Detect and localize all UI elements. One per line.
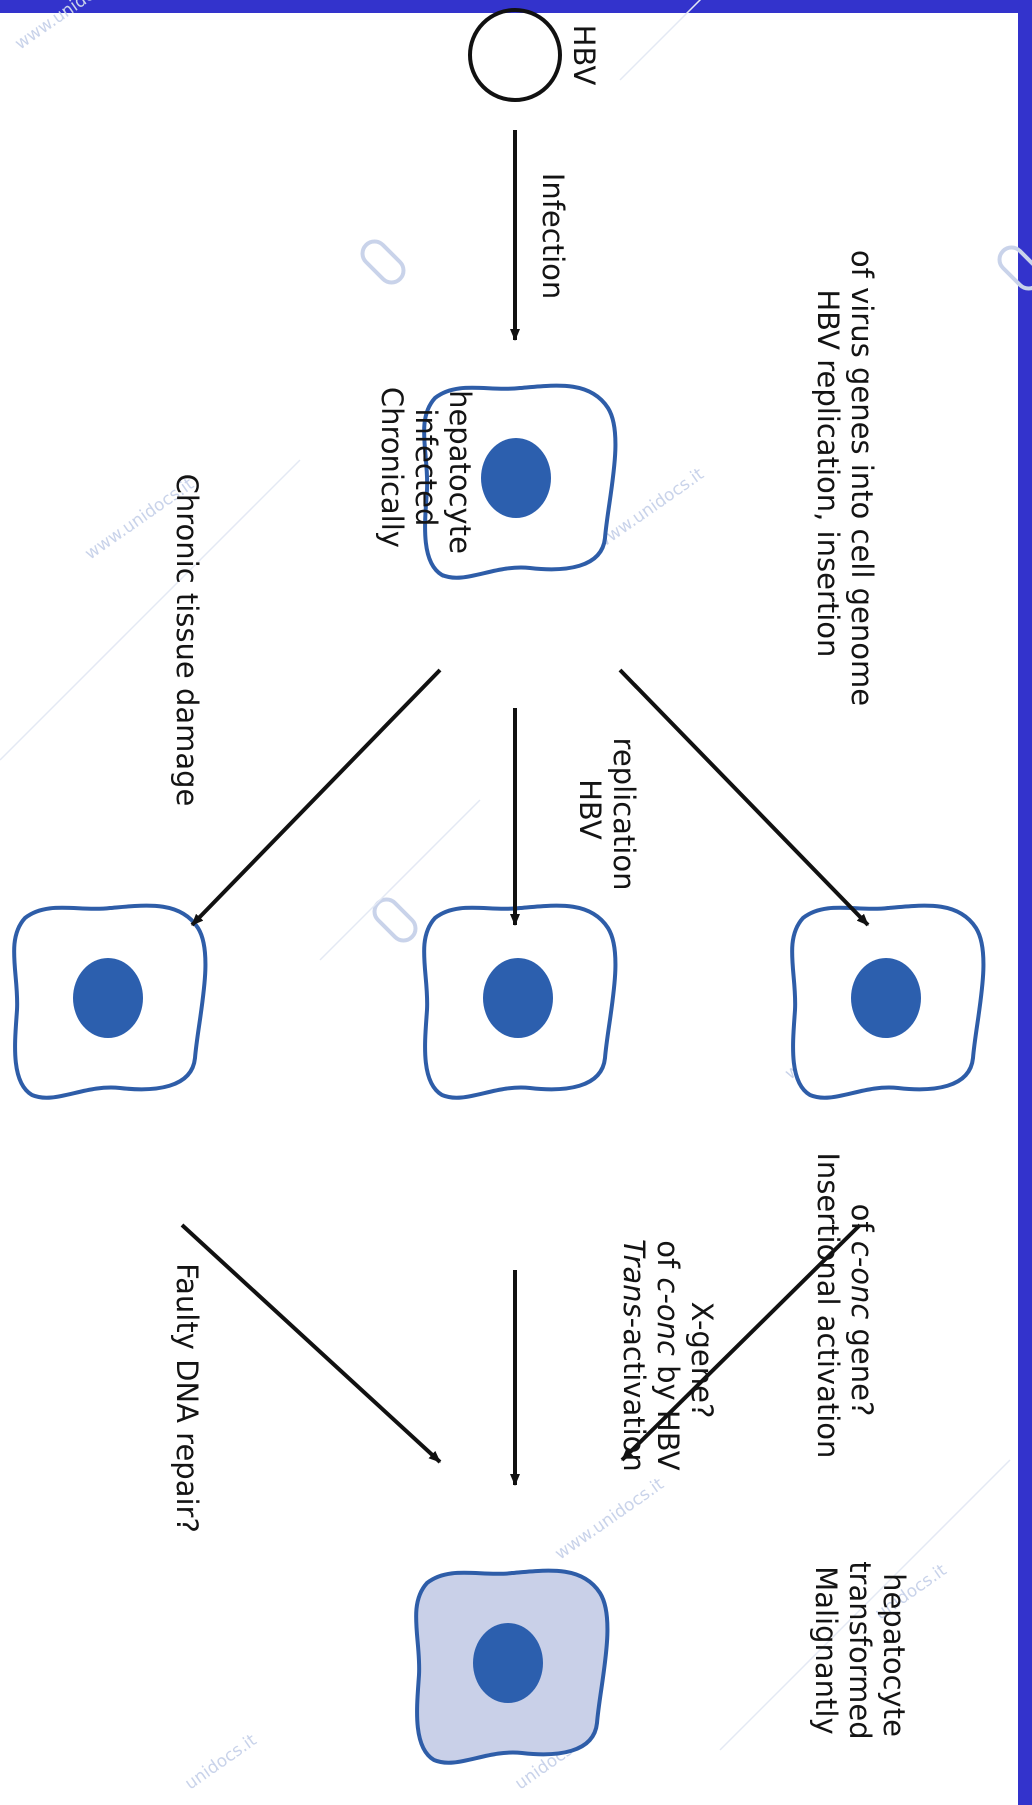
arrow-tissue-damage — [190, 668, 442, 927]
watermark-text: www.unidocs.it — [11, 0, 128, 54]
insertion-label: HBV replication, insertion of virus gene… — [811, 250, 879, 706]
trans-label-line1: Trans-activation — [617, 1239, 651, 1472]
cell-nucleus — [73, 958, 143, 1038]
insertional-line2-italic: c-onc — [845, 1241, 879, 1320]
faulty-repair-label: Faulty DNA repair? — [170, 1263, 204, 1533]
trans-line1-italic: Trans — [617, 1239, 651, 1318]
cell-nucleus — [481, 438, 551, 518]
malignant-label-line3: hepatocyte — [877, 1573, 911, 1737]
insertional-label-line1: Insertional activation — [811, 1152, 845, 1458]
malignant-label-line2: transformed — [843, 1561, 877, 1739]
insertional-line2-suffix: gene? — [845, 1319, 879, 1416]
hepatocyte-middle — [422, 903, 618, 1100]
watermark-diagonal — [0, 459, 301, 761]
frame-top-bar — [0, 0, 1032, 13]
cell-nucleus — [473, 1623, 543, 1703]
hepatocyte-bottom — [12, 903, 208, 1100]
infection-label: Infection — [536, 173, 570, 299]
watermark-logo-icon — [997, 245, 1032, 291]
trans-line2-italic: c-onc — [651, 1277, 685, 1356]
chronic-hepatocyte — [422, 383, 618, 580]
replication-label: HBV replication — [573, 738, 641, 891]
trans-line2-prefix: of — [651, 1240, 685, 1277]
watermark-diagonal — [719, 1459, 1011, 1751]
watermark-diagonal — [319, 799, 481, 961]
watermark-diagonal — [619, 0, 702, 81]
trans-line2-suffix: by HBV — [651, 1356, 685, 1471]
arrow-insertional — [620, 1223, 862, 1462]
virus-circle — [468, 8, 562, 102]
replication-label-line2: replication — [607, 738, 641, 891]
chronic-label-line3: hepatocyte — [443, 390, 477, 554]
arrow-insertion — [618, 668, 870, 927]
trans-label-line2: of c-onc by HBV — [651, 1240, 685, 1470]
chronic-label-line1: Chronically — [375, 387, 409, 548]
malignant-hepatocyte — [414, 1568, 610, 1765]
trans-line1-suffix: -activation — [617, 1318, 651, 1472]
malignant-label-line1: Malignantly — [809, 1566, 843, 1734]
insertion-label-line2: of virus genes into cell genome — [845, 250, 879, 706]
virus-label: HBV — [567, 25, 601, 86]
malignant-cell-label: Malignantly transformed hepatocyte — [809, 1561, 911, 1749]
cell-nucleus — [483, 958, 553, 1038]
trans-activation-label: Trans-activation of c-onc by HBV X-gene? — [617, 1239, 719, 1481]
watermark-text: www.unidocs.it — [551, 1474, 668, 1564]
insertion-label-line1: HBV replication, insertion — [811, 289, 845, 657]
replication-label-line1: HBV — [573, 779, 607, 840]
tissue-damage-label: Chronic tissue damage — [170, 474, 204, 807]
frame-right-bar — [1018, 0, 1032, 1805]
arrow-faulty-repair — [180, 1223, 442, 1464]
chronic-cell-label: Chronically infected hepatocyte — [375, 387, 477, 557]
chronic-label-line2: infected — [409, 408, 443, 526]
watermark-logo-icon — [360, 239, 406, 285]
insertional-label-line2: of c-onc gene? — [845, 1204, 879, 1417]
cell-nucleus — [851, 958, 921, 1038]
trans-label-line3: X-gene? — [685, 1302, 719, 1419]
hepatocyte-top — [790, 903, 986, 1100]
insertional-line2-prefix: of — [845, 1204, 879, 1241]
insertional-label: Insertional activation of c-onc gene? — [811, 1152, 879, 1467]
watermark-text: unidocs.it — [181, 1730, 260, 1794]
